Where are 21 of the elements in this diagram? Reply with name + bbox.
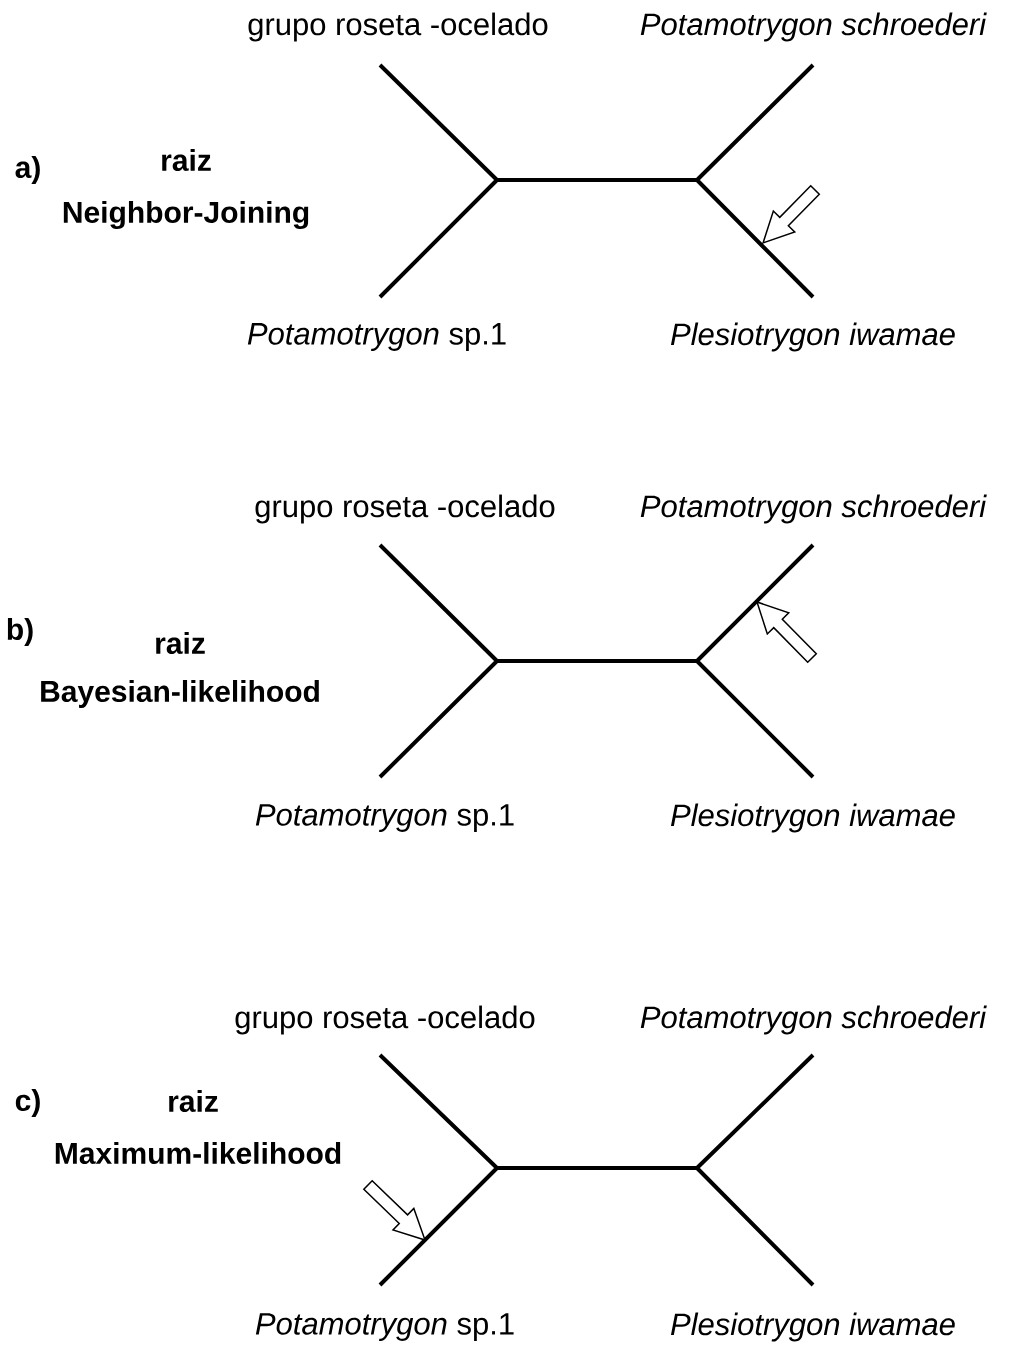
taxon-label: Plesiotrygon iwamae [670, 803, 955, 833]
taxon-label: Potamotrygon sp.1 [255, 1313, 514, 1341]
method-label: Neighbor-Joining [63, 200, 309, 230]
taxon-label: Potamotrygon sp.1 [247, 323, 506, 351]
taxon-label: Potamotrygon schroederi [640, 12, 987, 42]
root-label: raiz [169, 1090, 218, 1113]
root-label: raiz [162, 149, 211, 171]
panel-letter: c) [15, 1089, 40, 1117]
taxon-label: grupo roseta -ocelado [255, 494, 555, 524]
panel-letter: b) [7, 618, 33, 646]
taxon-label: Plesiotrygon iwamae [670, 322, 955, 352]
taxon-label: Potamotrygon sp.1 [255, 804, 514, 832]
taxon-label: grupo roseta -ocelado [248, 12, 548, 42]
root-label: raiz [156, 632, 205, 655]
taxon-label: grupo roseta -ocelado [235, 1005, 535, 1035]
method-label: Maximum-likelihood [55, 1142, 341, 1165]
taxon-label: Plesiotrygon iwamae [670, 1312, 955, 1342]
panel-letter: a) [15, 156, 40, 184]
taxon-label: Potamotrygon schroederi [640, 494, 987, 524]
method-label: Bayesian-likelihood [41, 680, 319, 708]
taxon-label: Potamotrygon schroederi [640, 1005, 987, 1035]
